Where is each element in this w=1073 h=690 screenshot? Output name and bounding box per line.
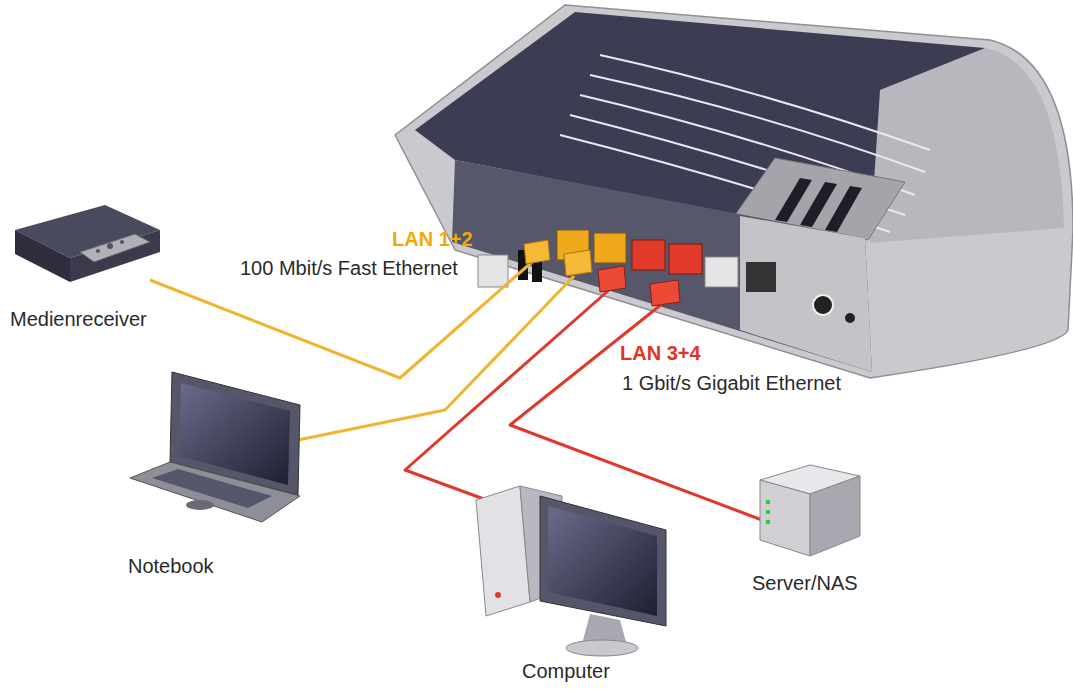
speed-label: 1 Gbit/s Gigabit Ethernet xyxy=(622,372,841,395)
device-label: Server/NAS xyxy=(752,572,858,595)
plug xyxy=(598,266,626,292)
router-body xyxy=(395,5,1073,378)
lan-port xyxy=(669,244,702,274)
device-label: Notebook xyxy=(128,555,214,578)
device-node: Computer xyxy=(465,480,675,685)
port-label: LAN 1+2 xyxy=(392,228,473,251)
port xyxy=(705,257,738,287)
slot xyxy=(746,262,776,292)
speed-label: 100 Mbit/s Fast Ethernet xyxy=(240,257,458,280)
device-node: Server/NAS xyxy=(750,460,875,600)
plug xyxy=(524,240,550,264)
plug xyxy=(564,250,592,276)
socket xyxy=(845,313,855,323)
notebook-illustration xyxy=(130,372,300,522)
device-label: Computer xyxy=(522,660,610,683)
device-node: Medienreceiver xyxy=(5,200,175,335)
device-label: Medienreceiver xyxy=(10,308,147,331)
router-front xyxy=(452,160,872,372)
port xyxy=(478,255,508,287)
lan-port xyxy=(632,240,665,270)
port-label: LAN 3+4 xyxy=(620,342,701,365)
device-node: Notebook xyxy=(120,365,310,580)
lan-port xyxy=(594,233,626,263)
router-front-right xyxy=(740,216,872,372)
computer-illustration xyxy=(476,486,666,656)
receiver-illustration xyxy=(15,205,160,282)
power-socket xyxy=(813,295,833,315)
server-illustration xyxy=(760,465,860,556)
plug xyxy=(650,280,680,306)
